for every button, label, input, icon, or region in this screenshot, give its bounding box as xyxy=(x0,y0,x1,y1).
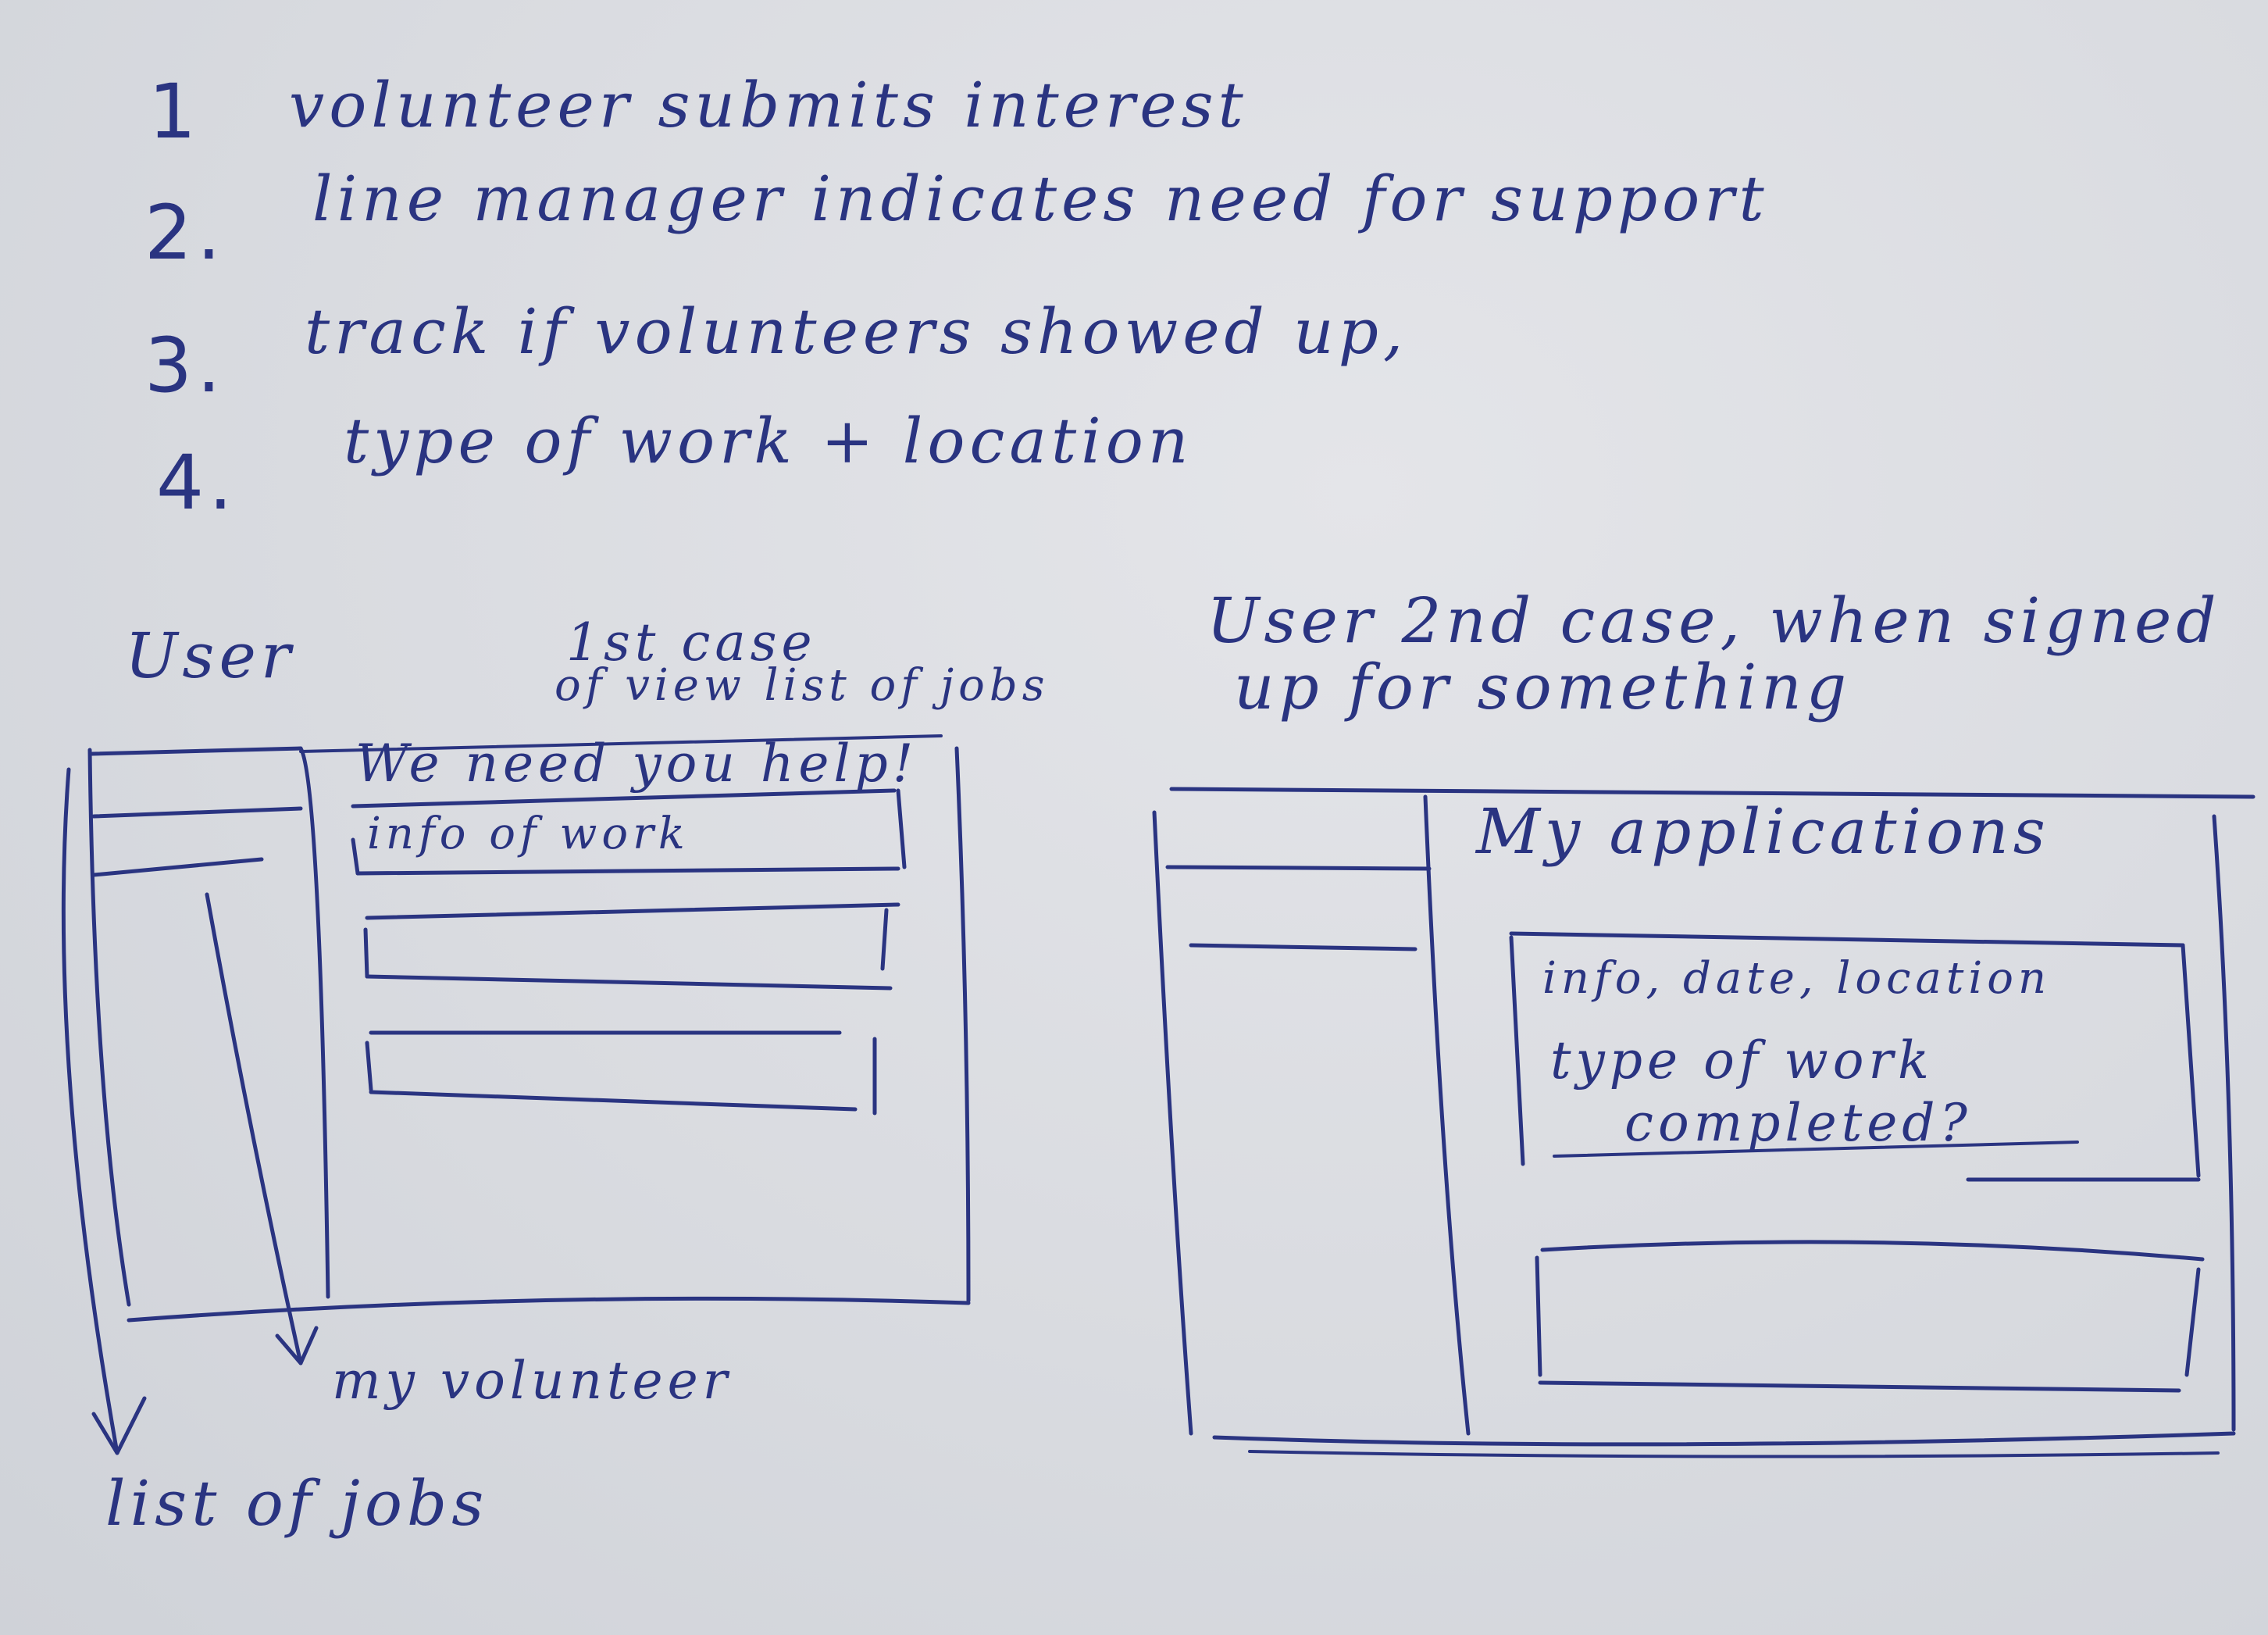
first-case-sub-label: of view list of jobs xyxy=(555,660,1050,711)
first-wireframe-cards xyxy=(351,788,907,1116)
note-3-text: track if volunteers showed up, xyxy=(305,295,1408,368)
second-wireframe-cards xyxy=(1509,931,2205,1393)
second-case-heading: My applications xyxy=(1476,795,2050,868)
first-case-arrow-label-right: my volunteer xyxy=(332,1351,733,1411)
note-4-text: type of work + location xyxy=(344,405,1193,477)
second-case-title-line2: up for something xyxy=(1234,651,1852,723)
second-case-card-line2: type of work xyxy=(1550,1030,1935,1091)
first-case-label: 1st case xyxy=(566,612,817,673)
second-case-card-line3: completed? xyxy=(1624,1093,1972,1153)
first-wireframe-frame xyxy=(87,734,971,1323)
note-1-text: volunteer submits interest xyxy=(289,69,1248,141)
second-wireframe-sidebar xyxy=(1165,865,1432,951)
note-4-number: 4. xyxy=(156,439,237,527)
first-case-user-label: User xyxy=(125,619,296,692)
first-case-card-text: info of work xyxy=(367,809,690,859)
second-case-title: User 2nd case, when signed xyxy=(1207,584,2221,657)
second-case-card-line1: info, date, location xyxy=(1542,953,2052,1004)
second-wireframe-frame xyxy=(1152,787,2256,1458)
note-1-number: 1 xyxy=(148,68,201,155)
note-2-text: line manager indicates need for support xyxy=(312,162,1769,235)
first-wireframe-arrows xyxy=(61,767,319,1455)
note-2-number: 2. xyxy=(144,189,226,277)
first-case-arrow-label-left: list of jobs xyxy=(105,1467,489,1540)
first-wireframe-sidebar xyxy=(91,806,303,877)
note-3-number: 3. xyxy=(144,322,226,409)
